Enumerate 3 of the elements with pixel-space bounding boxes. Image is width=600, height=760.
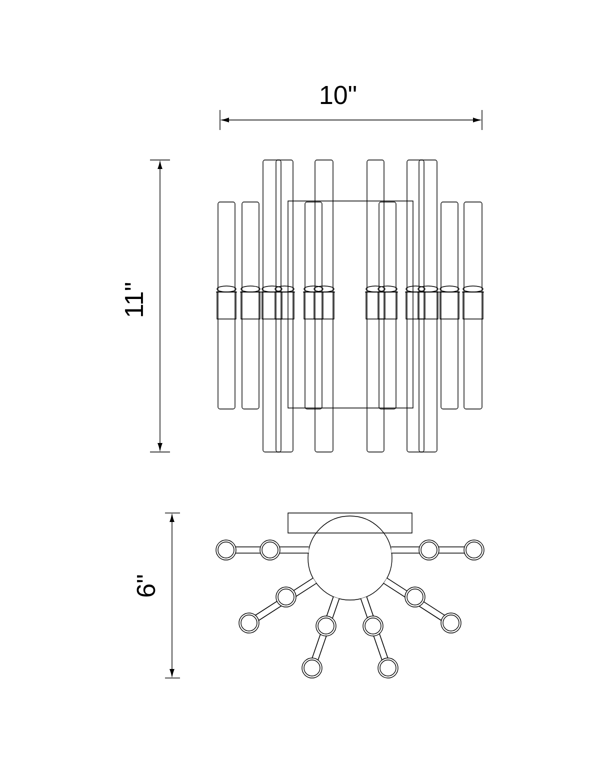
dimension-label: 11" [125,283,143,316]
dimension-label: 10" [320,86,356,104]
dimension-label: 6" [136,575,156,597]
